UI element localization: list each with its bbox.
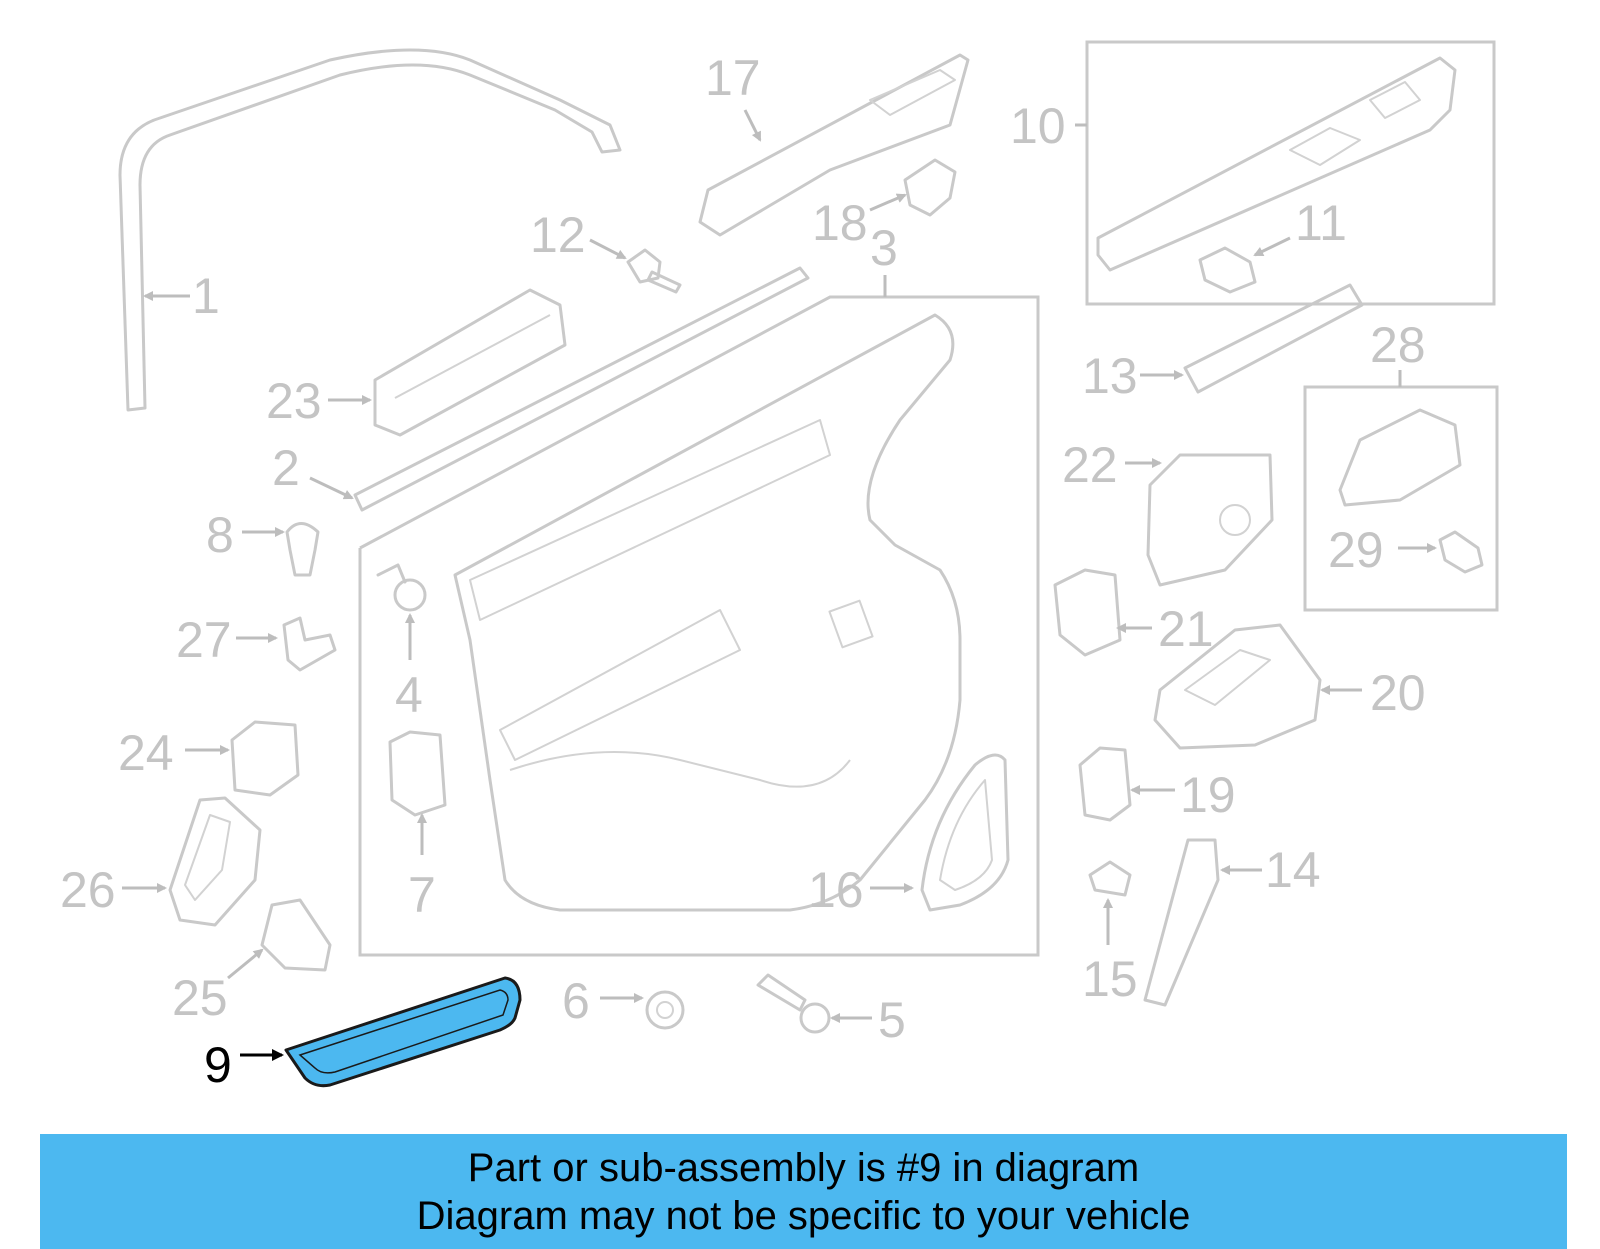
callout-10: 10 — [1010, 98, 1066, 154]
part-2-beltline-strip[interactable] — [353, 266, 810, 512]
part-7-bracket[interactable] — [388, 730, 447, 817]
part-8-retainer[interactable] — [285, 522, 320, 577]
part-1-run-channel[interactable] — [118, 48, 622, 412]
callout-9: 9 — [204, 1037, 232, 1093]
part-6-fastener[interactable] — [645, 990, 685, 1030]
part-24-switch[interactable] — [230, 720, 300, 797]
callout-22: 22 — [1062, 437, 1118, 493]
callout-23: 23 — [266, 373, 322, 429]
callout-24: 24 — [118, 725, 174, 781]
part-28-handle[interactable] — [1338, 408, 1462, 507]
part-3-door-trim-panel[interactable] — [453, 313, 962, 912]
callout-21: 21 — [1158, 601, 1214, 657]
banner-line-1: Part or sub-assembly is #9 in diagram — [467, 1145, 1140, 1190]
callout-20: 20 — [1370, 665, 1426, 721]
callout-2: 2 — [272, 440, 300, 496]
part-29-screw[interactable] — [1438, 530, 1484, 574]
callout-15: 15 — [1082, 951, 1138, 1007]
part-9-highlighted-trim[interactable] — [284, 976, 522, 1088]
callout-6: 6 — [562, 973, 590, 1029]
part-17-trim-bezel[interactable] — [698, 53, 970, 237]
callout-29: 29 — [1328, 522, 1384, 578]
part-23-switch-panel[interactable] — [373, 288, 567, 437]
part-14-trim-strip[interactable] — [1143, 838, 1220, 1007]
callout-13: 13 — [1082, 348, 1138, 404]
arrow-12 — [589, 238, 627, 260]
arrow-11 — [1253, 236, 1291, 257]
part-10-switch-bezel[interactable] — [1096, 56, 1457, 272]
callout-11: 11 — [1295, 195, 1347, 251]
part-11-clip[interactable] — [1198, 246, 1257, 294]
arrow-2 — [309, 476, 354, 500]
callout-16: 16 — [808, 862, 864, 918]
callout-8: 8 — [206, 507, 234, 563]
callout-19: 19 — [1180, 767, 1236, 823]
part-22-mirror-switch[interactable] — [1146, 453, 1274, 587]
callout-7: 7 — [408, 867, 436, 923]
arrow-25 — [227, 948, 264, 980]
part-5-bolt[interactable] — [756, 973, 831, 1034]
callout-17: 17 — [705, 50, 761, 106]
part-21-switch[interactable] — [1053, 568, 1122, 657]
arrow-18 — [869, 193, 907, 212]
callout-1: 1 — [192, 268, 220, 324]
callout-14: 14 — [1265, 842, 1321, 898]
callout-12: 12 — [530, 207, 586, 263]
callout-3: 3 — [870, 220, 898, 276]
part-15-clip[interactable] — [1088, 860, 1132, 897]
box-part-3 — [358, 295, 1040, 957]
callout-28: 28 — [1370, 317, 1426, 373]
part-18-clip[interactable] — [903, 158, 957, 217]
callout-26: 26 — [60, 862, 116, 918]
part-16-speaker-grille[interactable] — [920, 753, 1010, 912]
callout-18: 18 — [812, 195, 868, 251]
part-12-screw[interactable] — [626, 248, 682, 294]
part-13-trim-strip[interactable] — [1183, 283, 1364, 394]
callout-25: 25 — [172, 970, 228, 1026]
part-27-clip[interactable] — [282, 616, 337, 672]
part-20-window-switch[interactable] — [1153, 623, 1322, 750]
part-4-push-pin[interactable] — [376, 563, 427, 612]
callout-27: 27 — [176, 612, 232, 668]
part-25-bracket[interactable] — [260, 898, 332, 972]
info-banner: Part or sub-assembly is #9 in diagram Di… — [40, 1134, 1567, 1249]
banner-line-2: Diagram may not be specific to your vehi… — [416, 1193, 1191, 1238]
part-19-switch[interactable] — [1078, 746, 1132, 822]
callout-5: 5 — [878, 992, 906, 1048]
callout-4: 4 — [395, 667, 423, 723]
box-part-10 — [1085, 40, 1496, 306]
part-26-handle-bezel[interactable] — [168, 796, 262, 927]
arrow-17 — [743, 109, 762, 142]
